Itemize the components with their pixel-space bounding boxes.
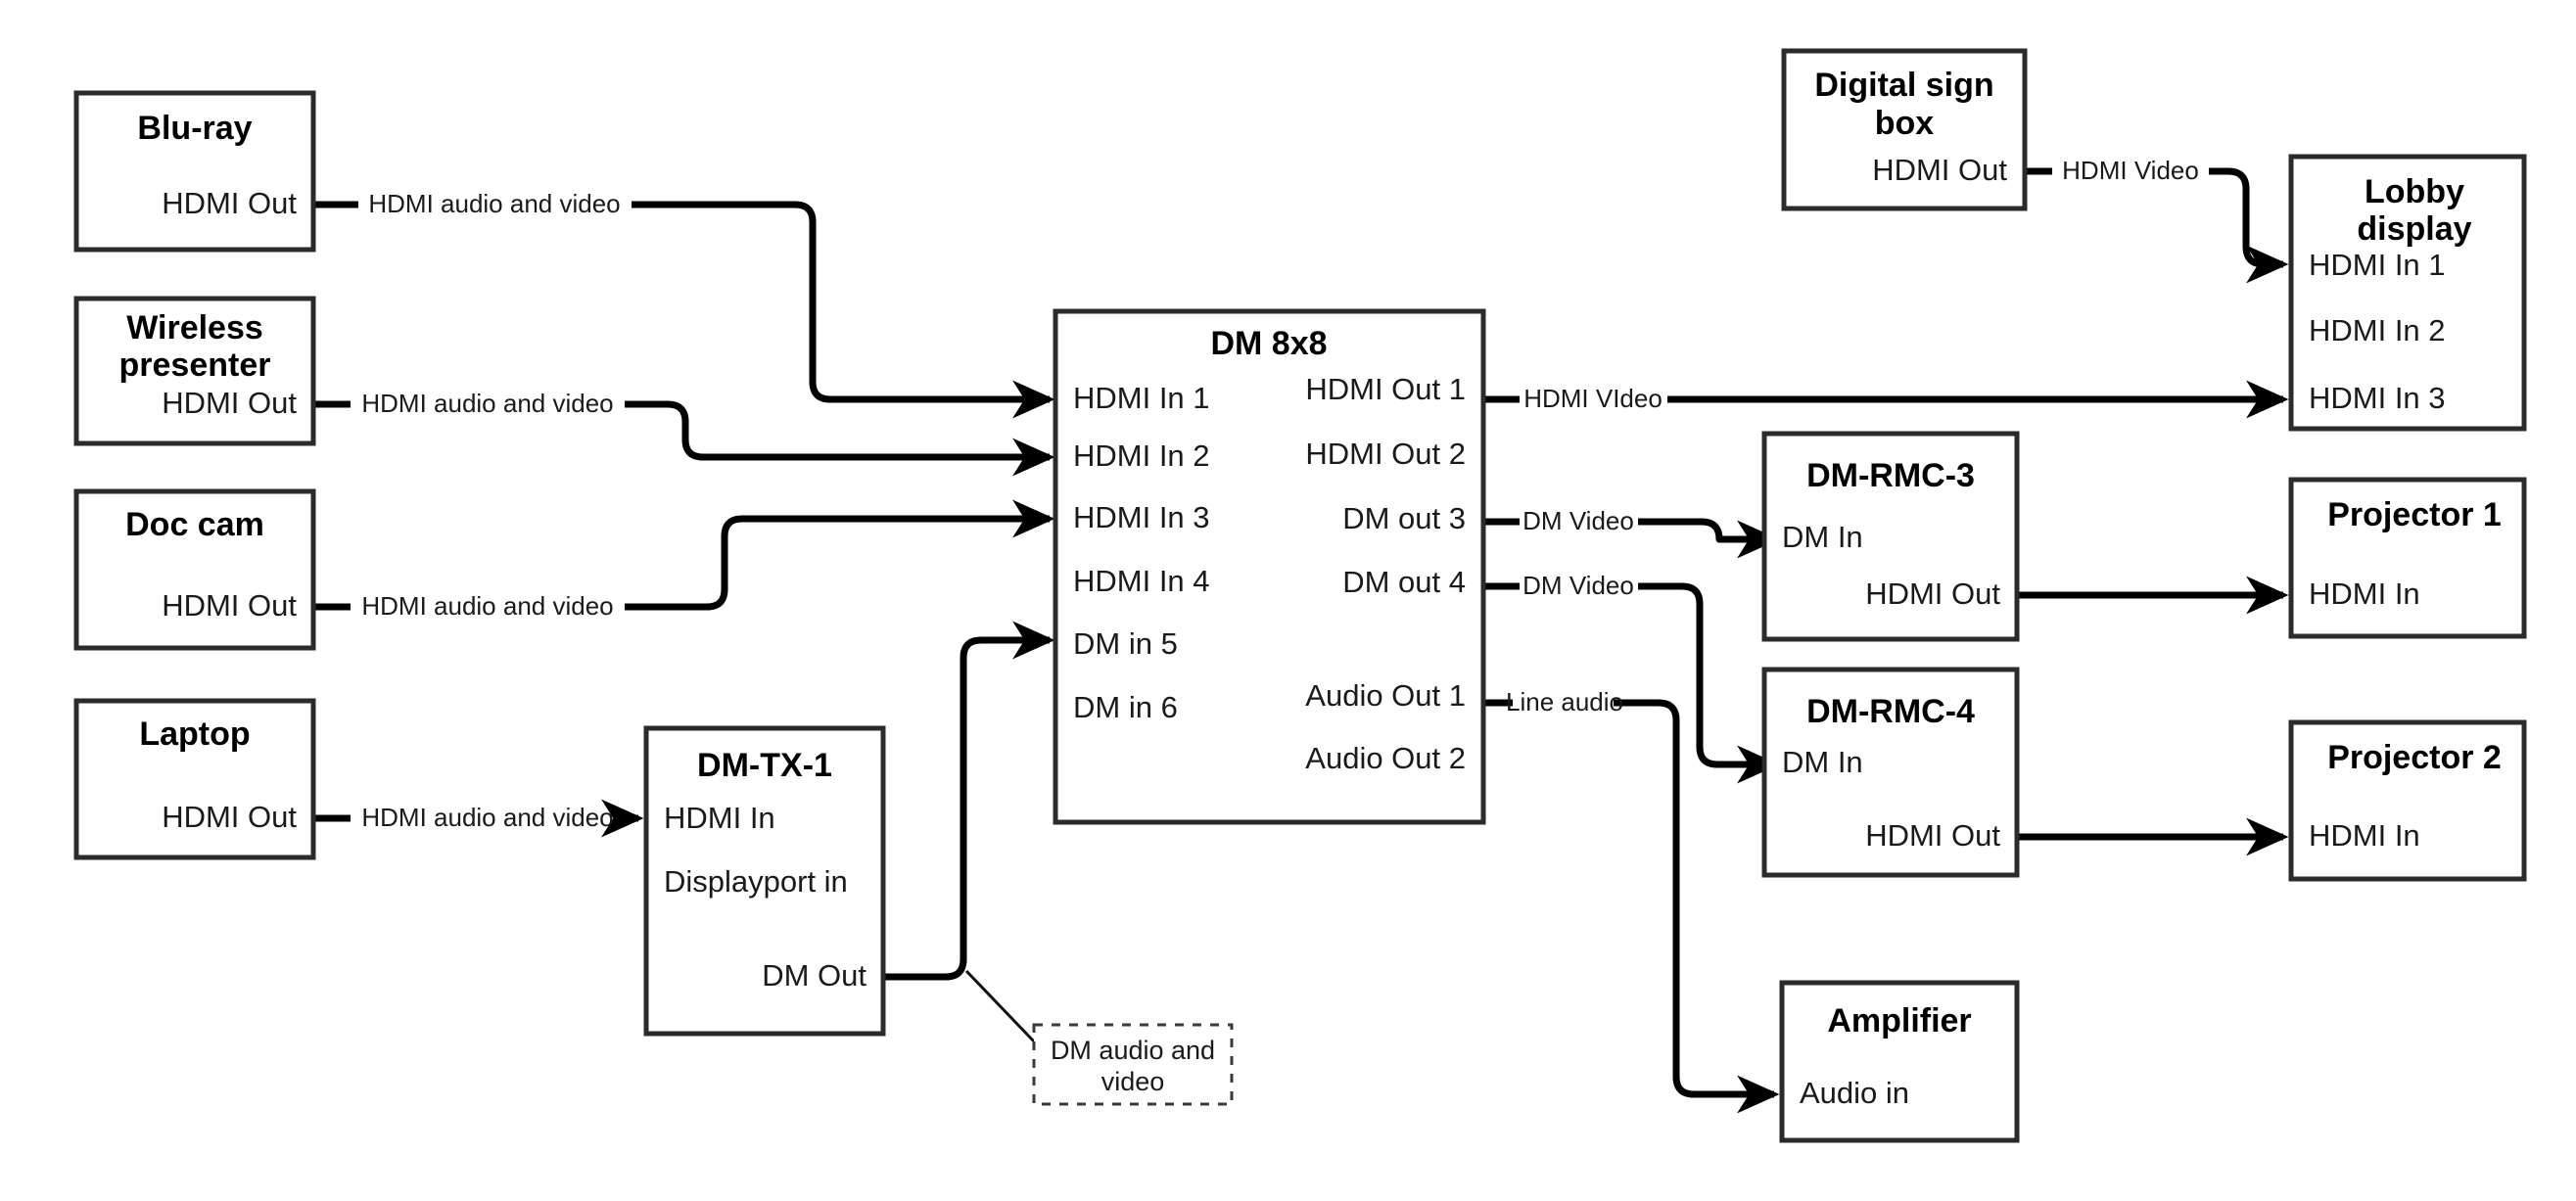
dm-tx-1-port-hdmi-in: HDMI In	[664, 801, 775, 835]
device-doc-cam[interactable]: Doc cam HDMI Out	[73, 488, 316, 651]
wire-label-sign-video: HDMI Video	[2062, 156, 2199, 185]
device-dm-8x8[interactable]: DM 8x8 HDMI In 1 HDMI In 2 HDMI In 3 HDM…	[1053, 308, 1486, 825]
amplifier-title: Amplifier	[1827, 1002, 1971, 1039]
wireless-presenter-title-line2: presenter	[119, 346, 271, 384]
amplifier-box[interactable]	[1779, 980, 2020, 1143]
wire-label-hdmi-video: HDMI VIdeo	[1523, 384, 1663, 413]
dm-8x8-output-hdmi-out-2: HDMI Out 2	[1305, 437, 1466, 471]
digital-sign-box-port-hdmi-out: HDMI Out	[1872, 153, 2007, 187]
doc-cam-port-hdmi-out: HDMI Out	[162, 588, 297, 623]
device-laptop[interactable]: Laptop HDMI Out	[73, 698, 316, 860]
dm-rmc-4-title: DM-RMC-4	[1806, 693, 1975, 730]
digital-sign-box-title-line1: Digital sign	[1814, 67, 1993, 104]
dm-8x8-input-dm-in-6: DM in 6	[1073, 690, 1178, 724]
dm-8x8-input-hdmi-in-4: HDMI In 4	[1073, 564, 1210, 598]
dm-8x8-input-dm-in-5: DM in 5	[1073, 626, 1178, 661]
laptop-box[interactable]	[73, 698, 316, 860]
callout-text-line2: video	[1101, 1067, 1165, 1096]
wireless-presenter-title-line1: Wireless	[126, 309, 263, 346]
wireless-presenter-port-hdmi-out: HDMI Out	[162, 386, 297, 420]
callout-dm-audio-and-video: DM audio and video	[1032, 1023, 1234, 1106]
dm-8x8-box[interactable]	[1053, 308, 1486, 825]
projector-2-title: Projector 2	[2327, 739, 2502, 776]
dm-8x8-input-hdmi-in-1: HDMI In 1	[1073, 381, 1210, 415]
lobby-display-input-hdmi-in-2: HDMI In 2	[2309, 313, 2446, 347]
dm-8x8-output-dm-out-4: DM out 4	[1342, 565, 1466, 599]
wire-label-wireless: HDMI audio and video	[361, 389, 613, 418]
projector-1-title: Projector 1	[2327, 496, 2502, 533]
dm-rmc-4-box[interactable]	[1761, 667, 2020, 878]
dm-8x8-input-hdmi-in-3: HDMI In 3	[1073, 500, 1210, 534]
dm-rmc-3-port-hdmi-out: HDMI Out	[1865, 577, 2000, 611]
projector-2-port-hdmi-in: HDMI In	[2309, 818, 2420, 853]
lobby-display-box[interactable]	[2288, 154, 2527, 432]
device-dm-tx-1[interactable]: DM-TX-1 HDMI In Displayport in DM Out	[643, 725, 886, 1037]
lobby-display-input-hdmi-in-1: HDMI In 1	[2309, 248, 2446, 282]
wire-doccam-to-dm-in3	[313, 519, 1050, 611]
dm-rmc-4-port-hdmi-out: HDMI Out	[1865, 818, 2000, 853]
projector-2-box[interactable]	[2288, 719, 2527, 882]
dm-8x8-title: DM 8x8	[1210, 325, 1327, 362]
wire-label-laptop: HDMI audio and video	[361, 803, 613, 832]
callout-box	[1032, 1023, 1234, 1106]
wireless-presenter-box[interactable]	[73, 296, 316, 446]
wire-dmout4-to-rmc4	[1483, 582, 1774, 764]
laptop-title: Laptop	[139, 716, 250, 753]
device-dm-rmc-3[interactable]: DM-RMC-3 DM In HDMI Out	[1761, 431, 2020, 642]
digital-sign-box-box[interactable]	[1781, 48, 2028, 211]
wire-dmout3-to-rmc3	[1483, 522, 1774, 539]
blu-ray-port-hdmi-out: HDMI Out	[162, 186, 297, 220]
dm-tx-1-title: DM-TX-1	[697, 747, 832, 784]
doc-cam-box[interactable]	[73, 488, 316, 651]
blu-ray-box[interactable]	[73, 90, 316, 253]
dm-tx-1-box[interactable]	[643, 725, 886, 1037]
device-digital-sign-box[interactable]: Digital sign box HDMI Out	[1781, 48, 2028, 211]
dm-tx-1-port-dm-out: DM Out	[762, 958, 866, 993]
blu-ray-title: Blu-ray	[137, 110, 252, 147]
dm-rmc-3-port-dm-in: DM In	[1782, 520, 1863, 554]
device-lobby-display[interactable]: Lobby display HDMI In 1 HDMI In 2 HDMI I…	[2288, 154, 2527, 432]
device-amplifier[interactable]: Amplifier Audio in	[1779, 980, 2020, 1143]
wire-label-line-audio: Line audio	[1506, 687, 1623, 716]
projector-1-box[interactable]	[2288, 477, 2527, 639]
digital-sign-box-title-line2: box	[1875, 105, 1935, 142]
device-blu-ray[interactable]: Blu-ray HDMI Out	[73, 90, 316, 253]
device-projector-2[interactable]: Projector 2 HDMI In	[2288, 719, 2527, 882]
device-dm-rmc-4[interactable]: DM-RMC-4 DM In HDMI Out	[1761, 667, 2020, 878]
dm-tx-1-port-displayport-in: Displayport in	[664, 864, 848, 899]
wire-label-bluray: HDMI audio and video	[368, 189, 620, 218]
wire-bluray-to-dm-in1	[313, 201, 1050, 399]
lobby-display-input-hdmi-in-3: HDMI In 3	[2309, 381, 2446, 415]
wire-audioout1-to-amp	[1483, 699, 1774, 1094]
lobby-display-title-line1: Lobby	[2365, 173, 2464, 210]
dm-rmc-3-title: DM-RMC-3	[1806, 457, 1975, 494]
doc-cam-title: Doc cam	[125, 506, 264, 543]
dm-rmc-4-port-dm-in: DM In	[1782, 745, 1863, 779]
wire-sign-to-lobby-in1	[2022, 167, 2283, 264]
laptop-port-hdmi-out: HDMI Out	[162, 800, 297, 834]
wire-wireless-to-dm-in2	[313, 400, 1050, 457]
amplifier-port-audio-in: Audio in	[1800, 1076, 1909, 1110]
device-wireless-presenter[interactable]: Wireless presenter HDMI Out	[73, 296, 316, 446]
lobby-display-title-line2: display	[2357, 210, 2471, 248]
projector-1-port-hdmi-in: HDMI In	[2309, 577, 2420, 611]
device-projector-1[interactable]: Projector 1 HDMI In	[2288, 477, 2527, 639]
dm-8x8-output-dm-out-3: DM out 3	[1342, 501, 1466, 535]
callout-text-line1: DM audio and	[1051, 1036, 1215, 1065]
dm-rmc-3-box[interactable]	[1761, 431, 2020, 642]
dm-8x8-output-audio-out-2: Audio Out 2	[1305, 741, 1466, 775]
wire-label-dmvideo-4: DM Video	[1522, 571, 1634, 600]
wire-dmtx-to-dm-in5	[883, 621, 1055, 981]
dm-8x8-output-hdmi-out-1: HDMI Out 1	[1305, 372, 1466, 406]
wire-label-dmvideo-3: DM Video	[1522, 506, 1634, 535]
wire-label-doccam: HDMI audio and video	[361, 591, 613, 621]
dm-8x8-output-audio-out-1: Audio Out 1	[1305, 678, 1466, 713]
callout-leader-line	[964, 969, 1036, 1043]
dm-8x8-input-hdmi-in-2: HDMI In 2	[1073, 439, 1210, 473]
